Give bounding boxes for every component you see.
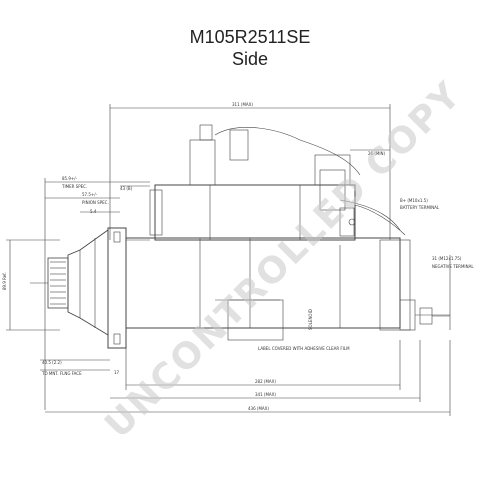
dim-mid: 43 (B) <box>120 186 133 191</box>
page-subtitle: Side <box>231 49 269 69</box>
dim-right-top: 26 (MIN) <box>368 151 386 156</box>
dim-bottom-left-2: TO MNT. FLNG FACE <box>41 371 82 376</box>
dim-bottom-2: 341 (MAX) <box>255 392 276 397</box>
dim-top-overall: 311 (MAX) <box>232 102 253 107</box>
dim-left-3: 5.4 <box>90 209 97 214</box>
dim-left-2: 57.5+/- <box>82 192 98 197</box>
dim-side-label: SOLENOID <box>308 309 313 330</box>
dim-bottom-3: 436 (MAX) <box>248 406 269 411</box>
dim-small-1: 17 <box>114 370 120 375</box>
dim-negative-sub: NEGATIVE TERMINAL <box>432 264 474 269</box>
dim-left-2-sub: PINION SPEC. <box>82 200 109 205</box>
dim-negative: 31 (M12x1.75) <box>432 256 462 261</box>
dim-bottom-1: 282 (MAX) <box>255 379 276 384</box>
dim-battery-sub: BATTERY TERMINAL <box>400 205 440 210</box>
watermark: UNCONTROLLED COPY <box>97 74 469 446</box>
dim-battery: B+ (M10x1.5) <box>400 198 428 203</box>
dim-bottom-left-1: 40.5 (2.2) <box>42 360 62 365</box>
page-title: M105R2511SE <box>189 27 311 47</box>
dim-left-1: 85.9+/- <box>62 176 78 181</box>
dim-bottom-note: LABEL COVERED WITH ADHESIVE CLEAR FILM <box>258 346 350 351</box>
dim-left-1-sub: TIMER SPEC. <box>61 184 87 189</box>
dim-left-vertical: 89.9 Ref. <box>2 272 7 290</box>
